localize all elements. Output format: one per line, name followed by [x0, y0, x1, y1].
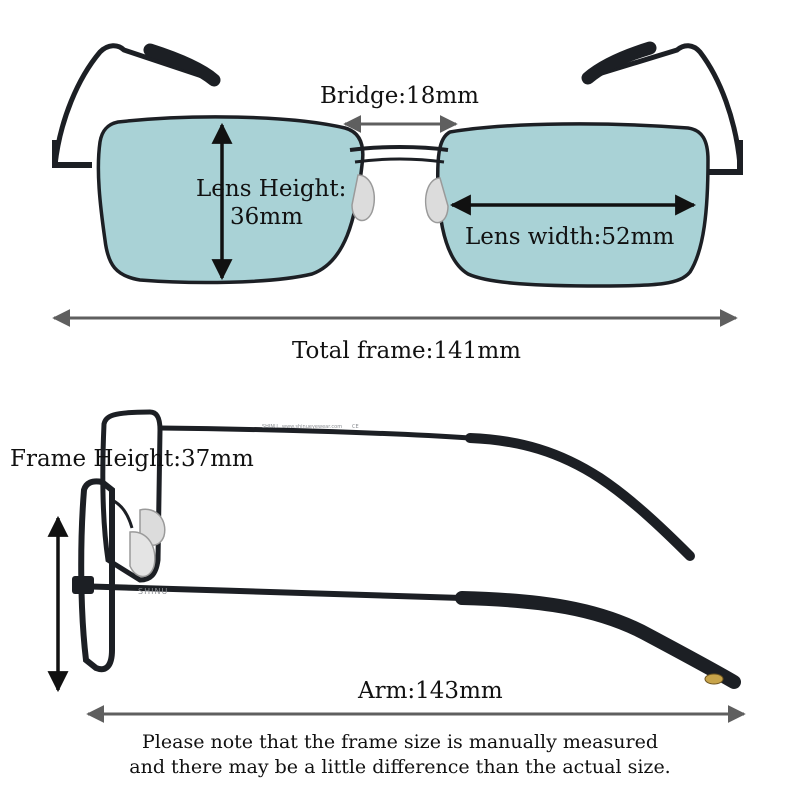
temple-brand-print-upper: SHINU	[262, 424, 278, 430]
side-rim-back	[100, 409, 163, 583]
nose-pad-left	[351, 174, 376, 222]
right-temple-front	[589, 43, 743, 168]
total-frame-label: Total frame:141mm	[292, 338, 521, 364]
upper-temple	[159, 425, 471, 441]
temple-ce-mark: CE	[352, 424, 359, 430]
right-hinge	[705, 140, 743, 175]
lens-width-label: Lens width:52mm	[465, 224, 675, 250]
side-rim-front	[78, 478, 115, 673]
note-line-1: Please note that the frame size is manua…	[142, 731, 658, 753]
temple-tip-dot	[704, 673, 724, 685]
lower-temple-tip	[455, 591, 741, 689]
nose-pad-right	[424, 177, 449, 224]
lower-temple	[73, 583, 463, 601]
right-temple-tip-front	[581, 41, 657, 85]
left-hinge	[52, 140, 92, 168]
note-line-2: and there may be a little difference tha…	[129, 756, 671, 778]
bridge-top	[349, 145, 449, 152]
front-view	[52, 41, 743, 327]
side-nose-pad-lower	[129, 531, 156, 578]
side-view	[47, 409, 746, 723]
side-pad-arm	[111, 498, 134, 529]
bridge-label: Bridge:18mm	[320, 83, 479, 109]
left-temple-tip-front	[143, 43, 221, 87]
upper-temple-tip	[465, 433, 695, 561]
temple-website-print: www.shinueyewear.com	[282, 424, 343, 430]
left-temple-front	[52, 43, 211, 168]
bridge-bottom	[354, 157, 445, 164]
lens-height-value: 36mm	[230, 204, 303, 230]
lens-height-label: Lens Height:	[196, 176, 347, 202]
arm-label: Arm:143mm	[358, 678, 503, 704]
side-hinge	[72, 576, 94, 594]
frame-height-label: Frame Height:37mm	[10, 446, 254, 472]
temple-brand-print: SHINU	[138, 587, 169, 596]
